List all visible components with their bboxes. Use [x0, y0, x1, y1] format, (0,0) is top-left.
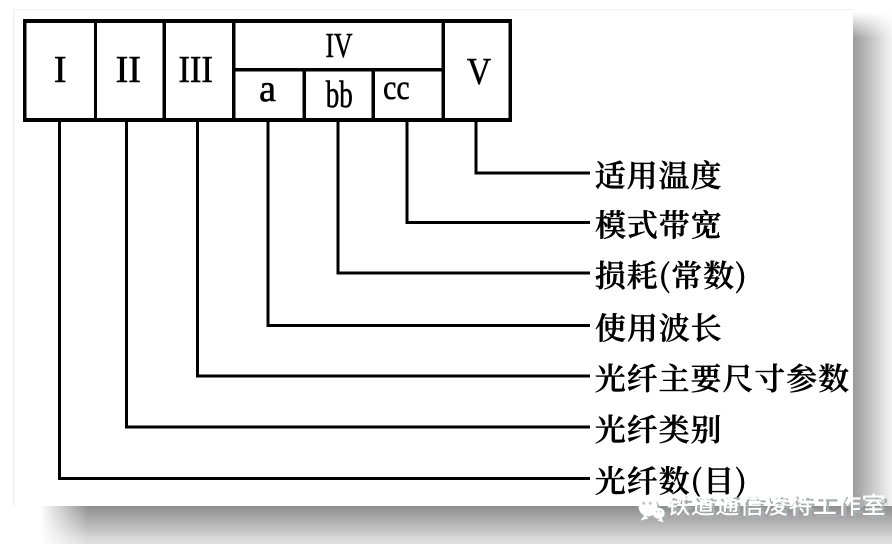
- svg-text:a: a: [259, 68, 276, 110]
- svg-text:I: I: [54, 49, 67, 91]
- svg-text:cc: cc: [383, 68, 410, 107]
- svg-text:III: III: [178, 49, 213, 91]
- svg-text:V: V: [467, 51, 491, 93]
- svg-text:II: II: [116, 49, 141, 91]
- svg-text:IV: IV: [326, 26, 353, 65]
- svg-text:bb: bb: [326, 74, 353, 116]
